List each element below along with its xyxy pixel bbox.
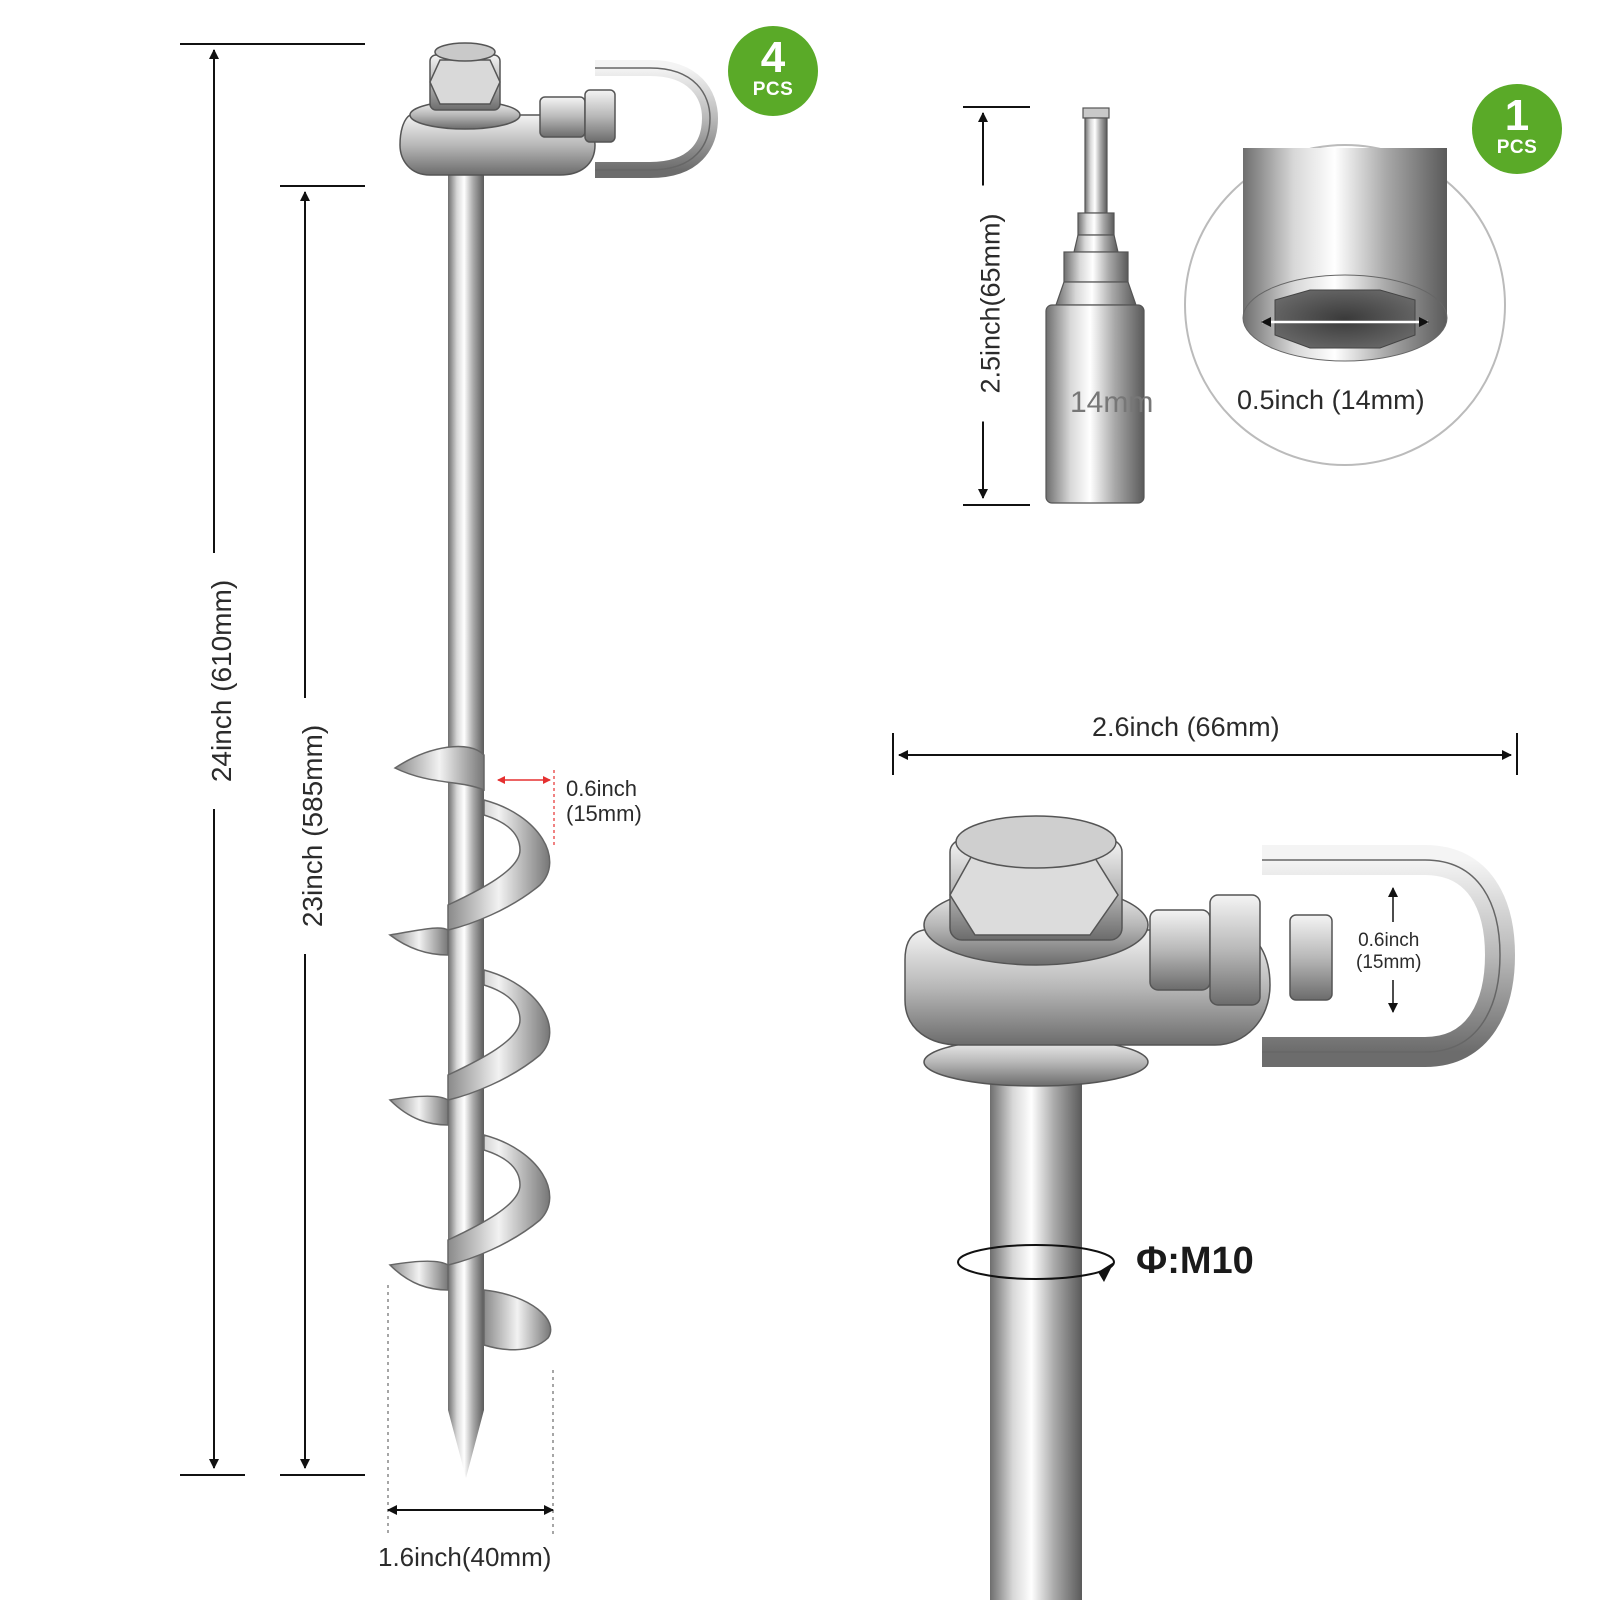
helix-diameter-label: 1.6inch(40mm) — [378, 1542, 552, 1572]
ground-anchor-full-view — [388, 42, 719, 1478]
anchor-quantity: 4 — [760, 33, 786, 82]
helix-pitch-mm: (15mm) — [566, 801, 642, 827]
rod-thread-label: Φ:M10 — [1136, 1240, 1254, 1282]
helix-diameter-dimension — [387, 1285, 554, 1535]
rod-thread-marker — [957, 1244, 1115, 1282]
helix-pitch-label: 0.6inch (15mm) — [566, 776, 642, 827]
socket-quantity-unit: PCS — [1496, 137, 1538, 158]
anchor-quantity-unit: PCS — [752, 79, 794, 100]
socket-hex-opening — [1274, 289, 1416, 349]
helix-blades — [388, 745, 552, 1351]
total-length-label: 24inch (610mm) — [206, 553, 238, 809]
head-closeup — [904, 815, 1516, 1600]
socket-closeup — [1184, 144, 1506, 466]
socket-quantity: 1 — [1504, 91, 1530, 140]
swivel-opening-mm: (15mm) — [1356, 951, 1422, 973]
closeup-rod — [990, 1060, 1082, 1600]
helix-pitch-marker — [497, 770, 555, 845]
anchor-tip — [448, 1410, 484, 1478]
swivel-opening-inch: 0.6inch — [1358, 930, 1420, 951]
helix-pitch-inch: 0.6inch — [566, 776, 637, 801]
head-width-dimension — [892, 733, 1518, 775]
socket-quantity-badge: 1 PCS — [1472, 84, 1562, 174]
screw-length-label: 23inch (585mm) — [297, 698, 329, 954]
socket-adapter — [1045, 107, 1145, 504]
socket-size-label: 0.5inch (14mm) — [1237, 385, 1425, 415]
anchor-quantity-badge: 4 PCS — [728, 26, 818, 116]
swivel-opening-label: 0.6inch (15mm) — [1356, 930, 1421, 974]
socket-length-label: 2.5inch(65mm) — [975, 185, 1007, 422]
head-width-label: 2.6inch (66mm) — [1092, 712, 1280, 742]
socket-size-marking: 14mm — [1070, 386, 1153, 419]
anchor-head — [399, 42, 719, 178]
